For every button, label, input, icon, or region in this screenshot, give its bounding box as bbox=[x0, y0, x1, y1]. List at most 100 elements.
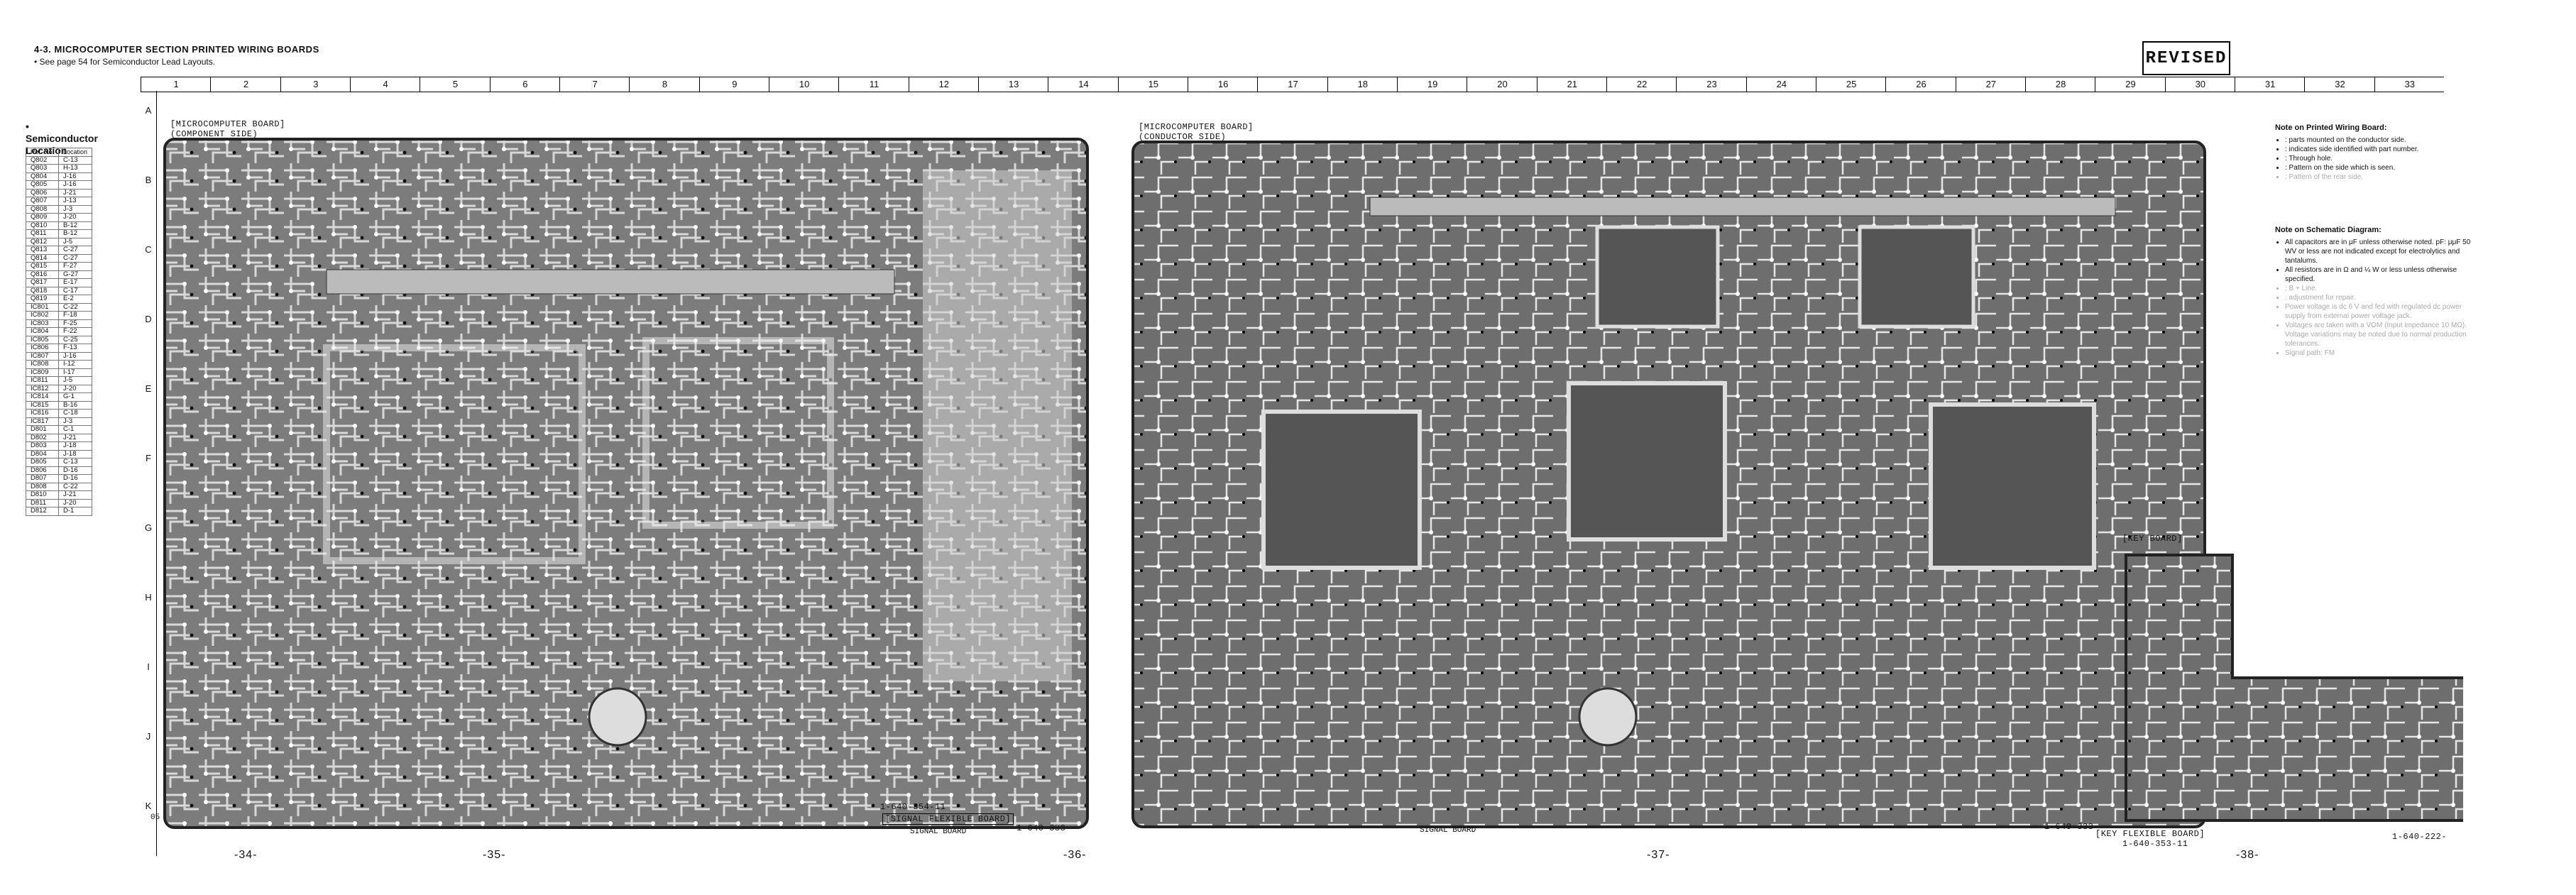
component-board-code: 1-640-333- bbox=[1016, 823, 1072, 833]
key-board-label: [KEY BOARD] bbox=[2122, 534, 2183, 544]
grid-column-label: 15 bbox=[1117, 77, 1188, 92]
ref-no-cell: Q812 bbox=[25, 237, 60, 246]
location-cell: G-1 bbox=[58, 392, 93, 402]
ref-no-cell: D806 bbox=[25, 466, 60, 475]
grid-column-label: 27 bbox=[1955, 77, 2026, 92]
grid-row-label: B bbox=[145, 175, 152, 185]
page-number-37: -37- bbox=[1647, 849, 1670, 861]
grid-column-label: 8 bbox=[629, 77, 699, 92]
grid-row-label: H bbox=[145, 592, 152, 603]
location-cell: D-1 bbox=[58, 507, 93, 516]
location-cell: F-18 bbox=[58, 311, 93, 320]
location-cell: F-27 bbox=[58, 262, 93, 271]
page-number-34: -34- bbox=[234, 849, 258, 861]
ref-no-cell: IC816 bbox=[25, 409, 60, 418]
ref-no-cell: Q806 bbox=[25, 188, 60, 197]
ref-no-cell: IC805 bbox=[25, 335, 60, 344]
location-cell: J-5 bbox=[58, 376, 93, 385]
ref-no-cell: D808 bbox=[25, 482, 60, 491]
ref-no-cell: Q813 bbox=[25, 246, 60, 255]
conductor-side-board bbox=[1131, 141, 2206, 828]
grid-column-label: 3 bbox=[280, 77, 351, 92]
location-cell: J-5 bbox=[58, 237, 93, 246]
left-marker: 05 bbox=[150, 813, 160, 822]
location-cell: D-16 bbox=[58, 474, 93, 483]
location-cell: J-3 bbox=[58, 204, 93, 214]
ref-no-cell: IC806 bbox=[25, 344, 60, 353]
location-cell: C-27 bbox=[58, 246, 93, 255]
grid-column-label: 23 bbox=[1676, 77, 1746, 92]
conductor-board-code: 1-640-333- bbox=[2044, 822, 2100, 832]
note-schematic-item: Power voltage is dc 6 V and fed with reg… bbox=[2285, 302, 2474, 321]
conductor-side-label: [MICROCOMPUTER BOARD] (CONDUCTOR SIDE) bbox=[1139, 122, 1254, 142]
location-cell: C-18 bbox=[58, 409, 93, 418]
key-flex-label: [KEY FLEXIBLE BOARD] bbox=[2095, 829, 2205, 839]
grid-column-label: 30 bbox=[2164, 77, 2235, 92]
ref-no-cell: IC815 bbox=[25, 400, 60, 410]
grid-row-label: F bbox=[146, 453, 151, 463]
grid-row-label: D bbox=[145, 314, 152, 324]
ref-no-cell: Q809 bbox=[25, 213, 60, 222]
page-number-38: -38- bbox=[2236, 849, 2259, 861]
ref-no-cell: D810 bbox=[25, 490, 60, 500]
note-schematic-item: All capacitors are in μF unless otherwis… bbox=[2285, 238, 2474, 265]
ref-no-cell: Q808 bbox=[25, 204, 60, 214]
ref-no-cell: IC814 bbox=[25, 392, 60, 402]
pcb-drawing bbox=[163, 138, 2463, 829]
location-cell: E-17 bbox=[58, 278, 93, 287]
signal-flex-code: 1-640-354-11 bbox=[880, 802, 946, 812]
grid-column-label: 13 bbox=[978, 77, 1048, 92]
ref-no-cell: Q816 bbox=[25, 270, 60, 279]
location-cell: F-13 bbox=[58, 344, 93, 353]
component-side-board bbox=[163, 138, 1089, 829]
ref-no-cell: IC801 bbox=[25, 302, 60, 312]
ref-no-cell: D811 bbox=[25, 498, 60, 507]
table-header-ref: Ref. No. bbox=[25, 148, 60, 157]
grid-column-label: 21 bbox=[1536, 77, 1607, 92]
location-cell: I-12 bbox=[58, 360, 93, 369]
location-cell: J-13 bbox=[58, 197, 93, 206]
location-cell: C-25 bbox=[58, 335, 93, 344]
note-schematic-item: Voltages are taken with a VOM (Input imp… bbox=[2285, 321, 2474, 348]
grid-column-label: 4 bbox=[350, 77, 420, 92]
ref-no-cell: Q818 bbox=[25, 286, 60, 295]
see-note: • See page 54 for Semiconductor Lead Lay… bbox=[34, 57, 216, 67]
ref-no-cell: IC804 bbox=[25, 327, 60, 336]
location-cell: J-20 bbox=[58, 213, 93, 222]
notes-wiring-title: Note on Printed Wiring Board: bbox=[2275, 123, 2387, 132]
note-wiring-item: : Through hole. bbox=[2285, 154, 2474, 163]
ref-no-cell: D812 bbox=[25, 507, 60, 516]
page-number-35: -35- bbox=[483, 849, 506, 861]
location-cell: I-17 bbox=[58, 368, 93, 377]
ref-no-cell: IC811 bbox=[25, 376, 60, 385]
grid-column-label: 24 bbox=[1745, 77, 1816, 92]
grid-column-label: 18 bbox=[1327, 77, 1398, 92]
ref-no-cell: Q804 bbox=[25, 172, 60, 181]
location-cell: G-27 bbox=[58, 270, 93, 279]
revised-stamp: REVISED bbox=[2142, 41, 2230, 75]
ref-no-cell: IC807 bbox=[25, 351, 60, 361]
grid-row-label: C bbox=[145, 244, 152, 255]
component-side-label: [MICROCOMPUTER BOARD] (COMPONENT SIDE) bbox=[170, 119, 285, 139]
location-cell: J-20 bbox=[58, 498, 93, 507]
notes-wiring: Note on Printed Wiring Board: : parts mo… bbox=[2275, 123, 2474, 182]
grid-column-label: 29 bbox=[2095, 77, 2165, 92]
